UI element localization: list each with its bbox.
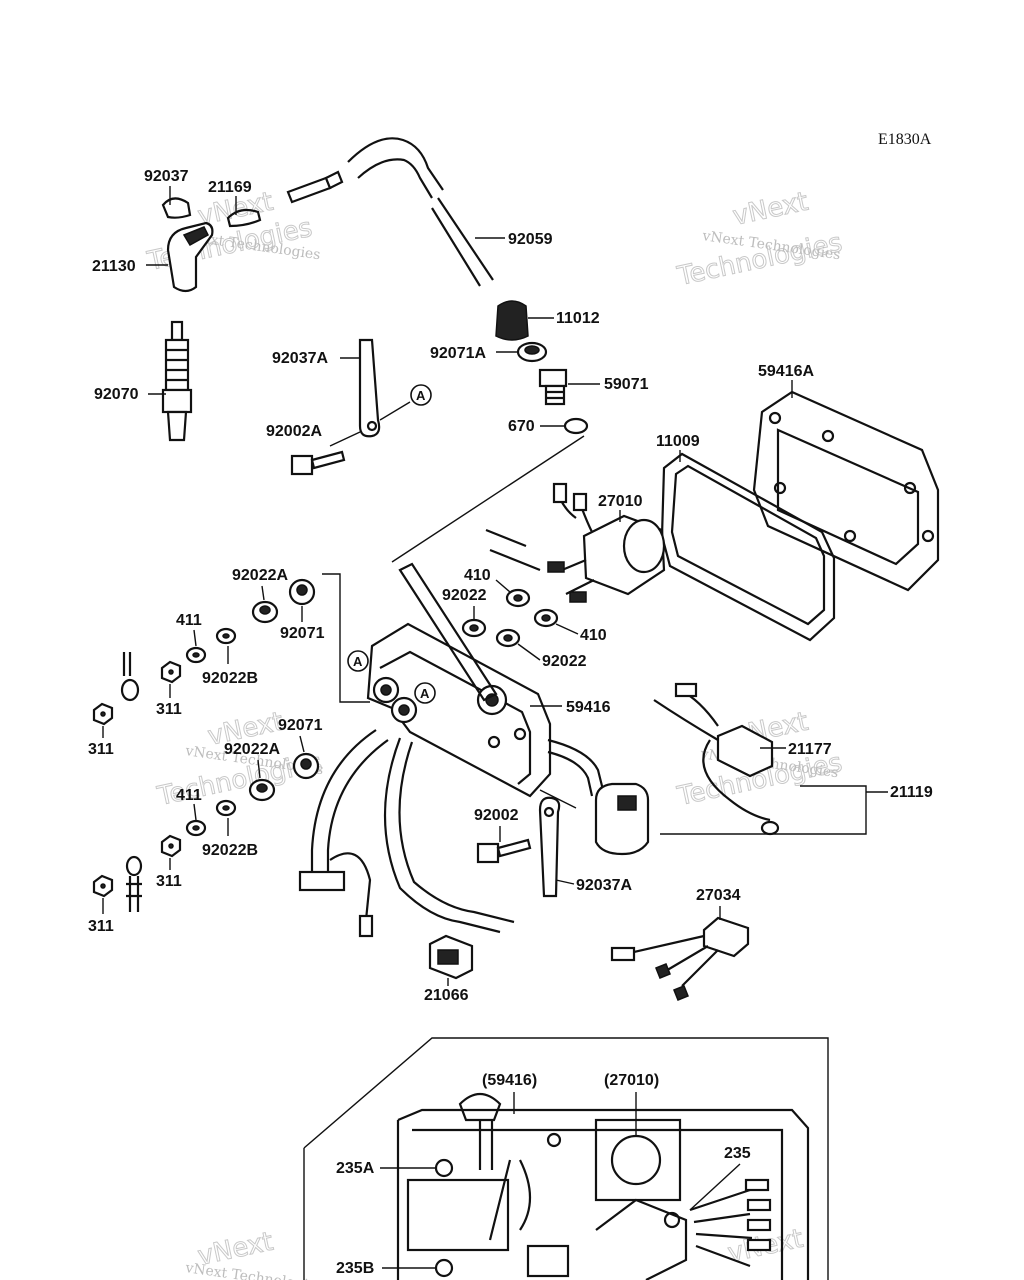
label-411-mid: 411: [176, 787, 202, 804]
label-11012: 11012: [556, 310, 600, 327]
label-92059: 92059: [508, 231, 553, 248]
nut-311-c: [160, 834, 182, 858]
label-311-b: 311: [88, 741, 114, 758]
grommet-92022A-mid: [248, 778, 276, 802]
nut-311-a: [160, 660, 182, 684]
sender-27034: [610, 916, 750, 1001]
oring-670: [563, 417, 589, 435]
svg-text:vNext Technologies: vNext Technologies: [183, 1260, 324, 1280]
label-11009: 11009: [656, 433, 700, 450]
grommet-92071A: [516, 341, 548, 363]
label-92071A: 92071A: [430, 345, 486, 362]
strap-92037A-top: [358, 338, 381, 438]
cap-11012: [495, 300, 529, 341]
bolt-92002: [476, 838, 532, 864]
label-59416: 59416: [566, 699, 611, 716]
label-311-c: 311: [156, 873, 182, 890]
label-27010: 27010: [598, 493, 643, 510]
label-92022B-top: 92022B: [202, 670, 258, 687]
label-92070: 92070: [94, 386, 139, 403]
label-92022B-mid: 92022B: [202, 842, 258, 859]
label-235B: 235B: [336, 1260, 374, 1277]
label-92037: 92037: [144, 168, 189, 185]
washer-411-mid: [185, 819, 207, 837]
ref-marker-A-3: A: [414, 682, 436, 704]
plug-cap-21130: [166, 221, 214, 293]
svg-text:vNext: vNext: [730, 187, 811, 232]
label-235: 235: [724, 1145, 751, 1162]
terminal-top: [120, 652, 140, 702]
label-670: 670: [508, 418, 535, 435]
label-92022A-top: 92022A: [232, 567, 288, 584]
ref-marker-A-2: A: [347, 650, 369, 672]
fitting-59071: [538, 368, 568, 406]
solenoid-27010: [485, 482, 666, 603]
diagram-code: E1830A: [878, 131, 932, 148]
label-410-bot: 410: [580, 627, 607, 644]
label-21119: 21119: [890, 784, 933, 801]
watermark-top-right: vNext Technologies vNext Technologies: [674, 186, 846, 292]
label-92071-mid: 92071: [278, 717, 323, 734]
washer-92022-top: [461, 618, 487, 638]
label-59416A: 59416A: [758, 363, 814, 380]
terminal-bottom: [125, 855, 143, 912]
label-92002: 92002: [474, 807, 519, 824]
connector-pin: [286, 170, 344, 204]
washer-92022-bot: [495, 628, 521, 648]
svg-text:A: A: [420, 686, 430, 701]
hose-92059: [347, 137, 505, 287]
assembly-view: [396, 1092, 810, 1280]
spark-plug-92070: [161, 320, 193, 442]
bolt-92002A: [290, 450, 346, 476]
wiring-harness: [298, 729, 515, 938]
label-92037A-bottom: 92037A: [576, 877, 632, 894]
washer-411-top: [185, 646, 207, 664]
label-311-a: 311: [156, 701, 182, 718]
assembly-view-frame: [303, 1037, 829, 1280]
ignition-coil-21119: [547, 738, 650, 856]
ref-marker-A-1: A: [410, 384, 432, 406]
label-27010-ref: (27010): [604, 1072, 659, 1089]
label-92022-bot: 92022: [542, 653, 587, 670]
label-92037A-top: 92037A: [272, 350, 328, 367]
label-92071-top: 92071: [280, 625, 325, 642]
label-21066: 21066: [424, 987, 469, 1004]
washer-410-top: [505, 588, 531, 608]
module-21177: [653, 682, 780, 836]
label-21177: 21177: [788, 741, 832, 758]
label-410-top: 410: [464, 567, 491, 584]
washer-410-bot: [533, 608, 559, 628]
connector-21066: [428, 934, 474, 980]
clip-92037: [161, 197, 192, 219]
label-311-d: 311: [88, 918, 114, 935]
nut-311-d: [92, 874, 114, 898]
label-27034: 27034: [696, 887, 741, 904]
washer-92022B-top: [215, 627, 237, 645]
svg-text:A: A: [353, 654, 363, 669]
grommet-92071-mid: [292, 752, 320, 780]
strap-92037A-bottom: [538, 796, 561, 898]
label-411-top: 411: [176, 612, 202, 629]
nut-311-b: [92, 702, 114, 726]
grommet-92022A-top: [251, 600, 279, 624]
label-59416-ref: (59416): [482, 1072, 537, 1089]
cover-59416A: [752, 390, 940, 592]
label-92002A: 92002A: [266, 423, 322, 440]
label-92022-top: 92022: [442, 587, 487, 604]
housing-59416: [366, 562, 552, 798]
washer-92022B-mid: [215, 799, 237, 817]
grommet-92071-top: [288, 578, 316, 606]
svg-text:A: A: [416, 388, 426, 403]
label-92022A-mid: 92022A: [224, 741, 280, 758]
label-21130: 21130: [92, 258, 136, 275]
label-235A: 235A: [336, 1160, 375, 1177]
label-21169: 21169: [208, 179, 252, 196]
label-59071: 59071: [604, 376, 649, 393]
